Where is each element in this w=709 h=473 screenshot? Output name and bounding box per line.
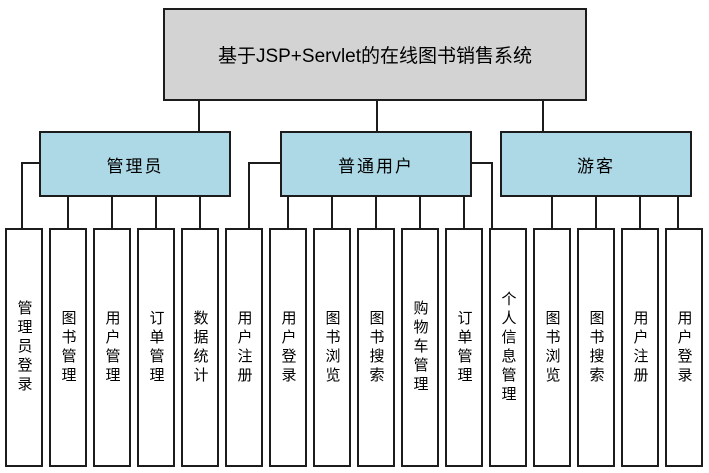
leaf-book-browse-guest-label: 图书浏览 [543, 309, 561, 386]
tree-connector-paths [21, 101, 679, 228]
leaf-user-register-label: 用户注册 [235, 309, 253, 386]
leaf-user-register: 用户注册 [225, 228, 263, 467]
system-title: 基于JSP+Servlet的在线图书销售系统 [217, 46, 533, 67]
leaf-admin-login-label: 管理员登录 [15, 300, 33, 395]
leaf-book-search-label: 图书搜索 [367, 309, 385, 386]
branch-guest: 游客 [500, 131, 692, 197]
leaf-personal-info-management: 个人信息管理 [489, 228, 527, 467]
leaf-book-search-guest: 图书搜索 [577, 228, 615, 467]
leaf-order-management-admin: 订单管理 [137, 228, 175, 467]
leaf-user-register-guest-label: 用户注册 [631, 309, 649, 386]
branch-admin-label: 管理员 [106, 156, 164, 176]
leaf-book-management: 图书管理 [49, 228, 87, 467]
leaf-order-management-user: 订单管理 [445, 228, 483, 467]
branch-regular-user: 普通用户 [280, 131, 472, 197]
leaf-personal-info-management-label: 个人信息管理 [499, 290, 517, 405]
leaf-cart-management: 购物车管理 [401, 228, 439, 467]
leaf-book-browse-label: 图书浏览 [323, 309, 341, 386]
leaf-user-register-guest: 用户注册 [621, 228, 659, 467]
leaf-book-management-label: 图书管理 [59, 309, 77, 386]
leaf-user-login-label: 用户登录 [279, 309, 297, 386]
leaf-book-search-guest-label: 图书搜索 [587, 309, 605, 386]
leaf-data-statistics: 数据统计 [181, 228, 219, 467]
leaf-order-management-user-label: 订单管理 [455, 309, 473, 386]
leaf-user-login-guest-label: 用户登录 [675, 309, 693, 386]
leaf-book-browse: 图书浏览 [313, 228, 351, 467]
leaf-cart-management-label: 购物车管理 [411, 300, 429, 395]
leaf-user-management: 用户管理 [93, 228, 131, 467]
branch-guest-label: 游客 [577, 156, 615, 176]
branch-admin: 管理员 [39, 131, 231, 197]
branch-regular-user-label: 普通用户 [338, 156, 414, 176]
system-title-box: 基于JSP+Servlet的在线图书销售系统 [163, 8, 587, 101]
leaf-user-management-label: 用户管理 [103, 309, 121, 386]
leaf-book-browse-guest: 图书浏览 [533, 228, 571, 467]
leaf-book-search: 图书搜索 [357, 228, 395, 467]
leaf-admin-login: 管理员登录 [5, 228, 43, 467]
leaf-user-login: 用户登录 [269, 228, 307, 467]
leaf-user-login-guest: 用户登录 [665, 228, 703, 467]
leaf-data-statistics-label: 数据统计 [191, 309, 209, 386]
leaf-order-management-admin-label: 订单管理 [147, 309, 165, 386]
